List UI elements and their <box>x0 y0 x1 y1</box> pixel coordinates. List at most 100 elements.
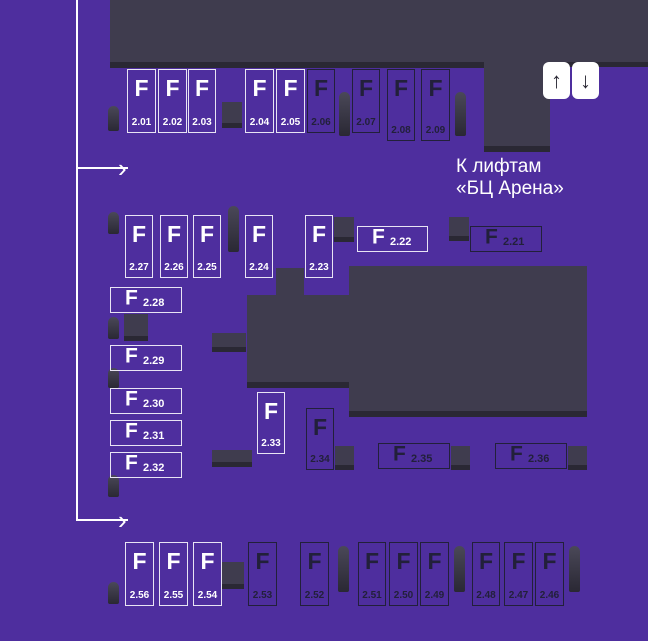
spot-number: 2.23 <box>309 262 329 273</box>
pillar <box>454 546 465 592</box>
spot-number: 2.06 <box>311 117 331 128</box>
parking-spot-2-53[interactable]: F 2.53 <box>248 542 277 606</box>
wall-stub <box>124 314 148 341</box>
parking-spot-2-02[interactable]: F 2.02 <box>158 69 187 133</box>
parking-spot-2-22[interactable]: F 2.22 <box>357 226 428 252</box>
spot-letter: F <box>131 221 147 247</box>
pillar <box>569 546 580 592</box>
spot-letter: F <box>364 548 380 574</box>
spot-letter: F <box>132 548 147 574</box>
parking-spot-2-27[interactable]: F 2.27 <box>125 215 153 278</box>
spot-number: 2.29 <box>143 355 165 367</box>
spot-letter: F <box>372 225 385 249</box>
spot-number: 2.04 <box>249 117 270 128</box>
spot-number: 2.22 <box>390 236 412 248</box>
arrow-up-icon[interactable]: ↑ <box>543 62 570 99</box>
spot-letter: F <box>125 286 138 310</box>
building-center-left-edge <box>247 382 349 388</box>
spot-letter: F <box>166 221 182 247</box>
spot-letter: F <box>427 548 442 574</box>
building-top-shaft-edge <box>484 146 550 152</box>
spot-number: 2.21 <box>503 236 525 248</box>
spot-letter: F <box>134 75 149 101</box>
spot-number: 2.01 <box>131 117 152 128</box>
spot-letter: F <box>485 225 498 249</box>
spot-number: 2.30 <box>143 398 165 410</box>
spot-number: 2.05 <box>280 117 301 128</box>
spot-number: 2.48 <box>476 590 496 601</box>
pillar <box>108 212 119 234</box>
spot-number: 2.26 <box>164 262 184 273</box>
building-center-right <box>349 266 587 411</box>
pillar <box>228 206 239 252</box>
building-center-notch <box>276 268 304 296</box>
spot-letter: F <box>510 442 523 466</box>
pillar <box>108 106 119 131</box>
route-line-lower <box>76 519 128 521</box>
spot-letter: F <box>283 75 298 101</box>
spot-letter: F <box>511 548 526 574</box>
spot-letter: F <box>255 548 270 574</box>
spot-letter: F <box>542 548 557 574</box>
arrow-down-icon[interactable]: ↓ <box>572 62 599 99</box>
pillar <box>108 582 119 604</box>
route-line-upper <box>76 167 128 169</box>
building-center-right-edge <box>349 411 587 417</box>
building-top-edge <box>110 62 484 68</box>
parking-spot-2-05[interactable]: F 2.05 <box>276 69 305 133</box>
spot-letter: F <box>393 75 409 101</box>
building-top <box>110 0 648 62</box>
parking-spot-2-01[interactable]: F 2.01 <box>127 69 156 133</box>
pillar <box>338 546 349 592</box>
spot-letter: F <box>125 387 138 411</box>
spot-letter: F <box>307 548 322 574</box>
spot-number: 2.53 <box>252 590 273 601</box>
pillar <box>339 92 350 136</box>
spot-number: 2.02 <box>162 117 183 128</box>
wall-stub <box>212 450 252 467</box>
parking-spot-2-26[interactable]: F 2.26 <box>160 215 188 278</box>
chevron-right-icon: › <box>118 153 127 183</box>
spot-number: 2.27 <box>129 262 149 273</box>
spot-letter: F <box>166 548 181 574</box>
spot-number: 2.24 <box>249 262 269 273</box>
spot-number: 2.03 <box>192 117 212 128</box>
parking-spot-2-21[interactable]: F 2.21 <box>470 226 542 252</box>
wall-stub <box>212 333 246 352</box>
spot-number: 2.09 <box>425 125 446 136</box>
spot-letter: F <box>165 75 180 101</box>
spot-letter: F <box>263 398 279 424</box>
parking-spot-2-30[interactable]: F 2.30 <box>110 388 182 414</box>
spot-number: 2.25 <box>197 262 217 273</box>
spot-letter: F <box>396 548 411 574</box>
spot-letter: F <box>393 442 406 466</box>
